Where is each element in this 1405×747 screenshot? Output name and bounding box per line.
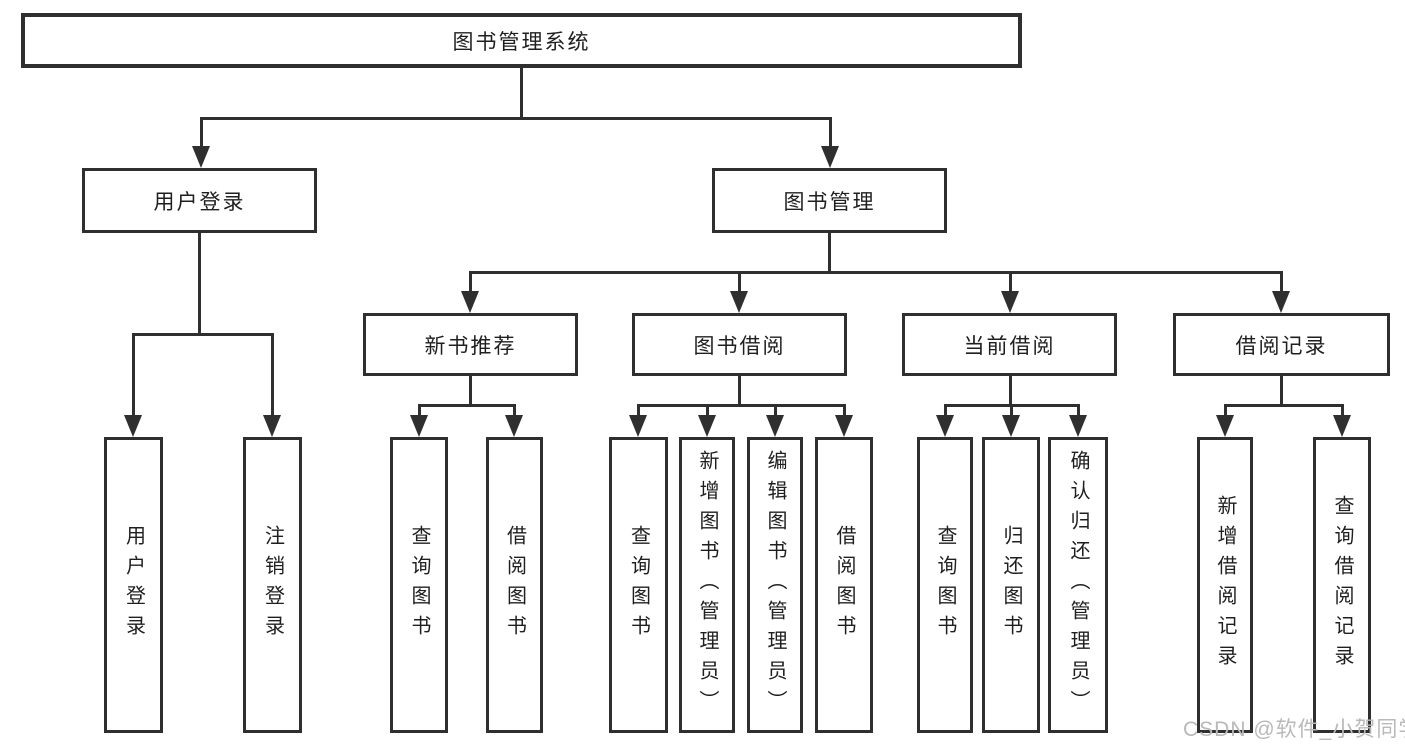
- arrowhead: [730, 291, 748, 313]
- node-label: 编辑图书（管理员）: [764, 450, 786, 720]
- line-segment: [1009, 271, 1012, 293]
- node-label: 归还图书: [1000, 525, 1022, 645]
- node-label: 查询借阅记录: [1331, 495, 1353, 675]
- line-segment: [738, 271, 741, 293]
- node-label: 图书管理系统: [452, 30, 591, 54]
- node-label: 确认归还（管理员）: [1067, 450, 1089, 720]
- watermark: CSDN @软件_小贺同学: [1183, 718, 1405, 741]
- node-new-book-recommendation: 新书推荐: [363, 313, 578, 376]
- leaf-confirm-return-admin: 确认归还（管理员）: [1048, 437, 1108, 733]
- line-segment: [520, 68, 523, 118]
- line-segment: [1077, 404, 1080, 418]
- arrowhead: [629, 415, 647, 437]
- line-segment: [1280, 271, 1283, 293]
- node-label: 图书管理: [783, 190, 876, 214]
- arrowhead: [821, 146, 839, 168]
- line-segment: [200, 117, 203, 149]
- leaf-add-borrow-record: 新增借阅记录: [1197, 437, 1253, 733]
- line-segment: [469, 376, 472, 407]
- arrowhead: [410, 415, 428, 437]
- line-segment: [1010, 404, 1013, 418]
- arrowhead: [1002, 415, 1020, 437]
- arrowhead: [1272, 291, 1290, 313]
- line-segment: [132, 333, 135, 419]
- leaf-user-login: 用户登录: [104, 437, 163, 733]
- line-segment: [271, 333, 274, 419]
- line-segment: [469, 271, 472, 293]
- line-segment: [418, 404, 516, 407]
- node-label: 新书推荐: [424, 334, 517, 358]
- leaf-logout: 注销登录: [243, 437, 302, 733]
- line-segment: [200, 117, 832, 120]
- node-label: 查询图书: [627, 525, 650, 645]
- node-label: 新增借阅记录: [1214, 495, 1236, 675]
- arrowhead: [835, 415, 853, 437]
- leaf-return-books: 归还图书: [982, 437, 1040, 733]
- line-segment: [828, 233, 831, 273]
- line-segment: [418, 404, 421, 418]
- line-segment: [1224, 404, 1344, 407]
- arrowhead: [766, 415, 784, 437]
- arrowhead: [263, 415, 281, 437]
- leaf-edit-books-admin: 编辑图书（管理员）: [747, 437, 803, 733]
- leaf-add-books-admin: 新增图书（管理员）: [679, 437, 735, 733]
- line-segment: [1224, 404, 1227, 418]
- arrowhead: [1069, 415, 1087, 437]
- line-segment: [1009, 376, 1012, 407]
- node-label: 用户登录: [153, 190, 246, 214]
- arrowhead: [936, 415, 954, 437]
- leaf-query-books-under-new-book: 查询图书: [390, 437, 448, 733]
- line-segment: [706, 404, 709, 418]
- line-segment: [198, 233, 201, 336]
- node-label: 注销登录: [261, 525, 284, 645]
- arrowhead: [1333, 415, 1351, 437]
- arrowhead: [1001, 291, 1019, 313]
- leaf-borrow-books-under-new-book: 借阅图书: [486, 437, 543, 733]
- line-segment: [469, 271, 1283, 274]
- node-user-login: 用户登录: [82, 168, 317, 233]
- node-label: 查询图书: [934, 525, 956, 645]
- line-segment: [774, 404, 777, 418]
- leaf-query-books-under-current: 查询图书: [917, 437, 973, 733]
- node-current-borrowing: 当前借阅: [902, 313, 1117, 376]
- node-borrowing-records: 借阅记录: [1173, 313, 1390, 376]
- node-book-borrowing: 图书借阅: [632, 313, 847, 376]
- arrowhead: [192, 146, 210, 168]
- line-segment: [637, 404, 640, 418]
- line-segment: [513, 404, 516, 418]
- node-label: 当前借阅: [963, 334, 1056, 358]
- node-label: 借阅图书: [833, 525, 855, 645]
- node-label: 图书借阅: [693, 334, 786, 358]
- node-book-management: 图书管理: [712, 168, 947, 233]
- line-segment: [829, 117, 832, 149]
- line-segment: [132, 333, 274, 336]
- line-segment: [944, 404, 947, 418]
- line-segment: [1280, 376, 1283, 407]
- leaf-query-books-under-borrowing: 查询图书: [609, 437, 668, 733]
- line-segment: [843, 404, 846, 418]
- arrowhead: [461, 291, 479, 313]
- line-segment: [1341, 404, 1344, 418]
- node-label: 用户登录: [122, 525, 145, 645]
- arrowhead: [505, 415, 523, 437]
- line-segment: [738, 376, 741, 407]
- node-label: 查询图书: [408, 525, 430, 645]
- node-label: 新增图书（管理员）: [696, 450, 718, 720]
- node-library-management-system: 图书管理系统: [21, 13, 1022, 68]
- leaf-borrow-books-under-borrowing: 借阅图书: [815, 437, 873, 733]
- node-label: 借阅图书: [503, 525, 526, 645]
- arrowhead: [124, 415, 142, 437]
- line-segment: [637, 404, 846, 407]
- node-label: 借阅记录: [1235, 334, 1328, 358]
- arrowhead: [1216, 415, 1234, 437]
- arrowhead: [698, 415, 716, 437]
- leaf-query-borrow-record: 查询借阅记录: [1313, 437, 1371, 733]
